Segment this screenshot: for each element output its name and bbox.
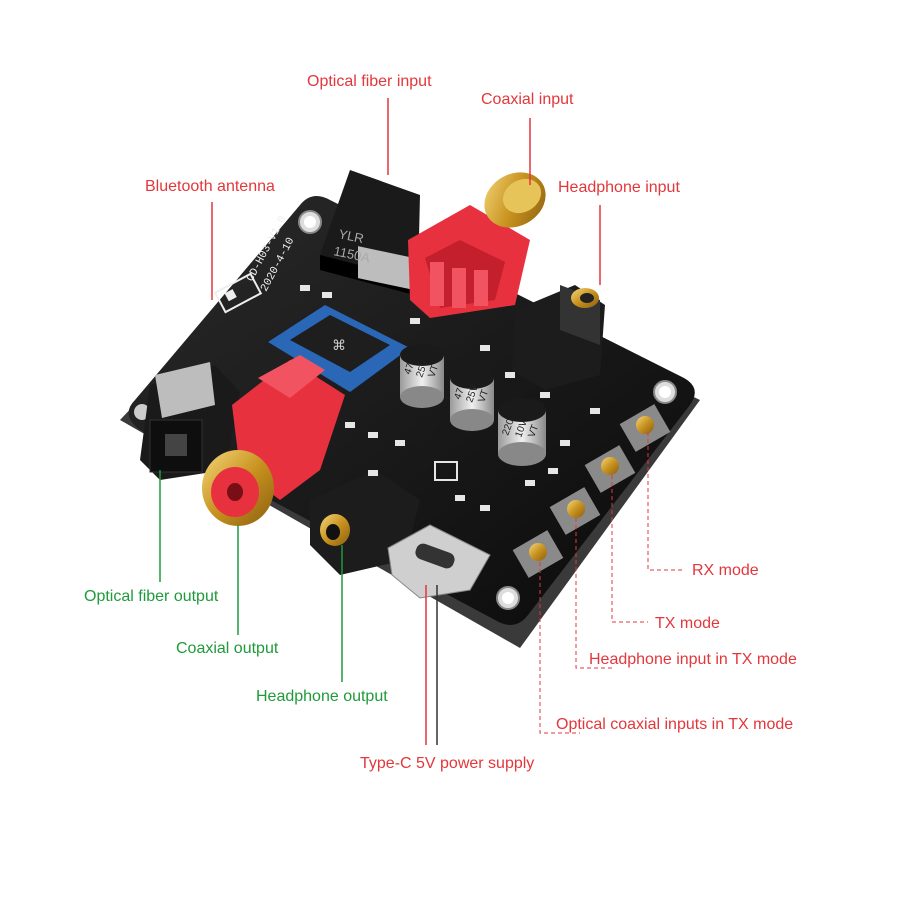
label-coaxial-input: Coaxial input [481, 91, 574, 108]
capacitor-1: 47 25V VT [400, 344, 444, 408]
mounting-hole [502, 592, 514, 604]
svg-text:⌘: ⌘ [332, 337, 346, 353]
label-optical-coaxial-tx: Optical coaxial inputs in TX mode [556, 716, 794, 733]
smd-components [300, 285, 600, 511]
label-bluetooth-antenna: Bluetooth antenna [145, 178, 275, 195]
pcb [128, 196, 695, 625]
svg-text:47: 47 [402, 361, 416, 376]
label-headphone-output: Headphone output [256, 688, 388, 705]
label-type-c-power: Type-C 5V power supply [360, 755, 535, 772]
button-tx-mode [584, 445, 636, 493]
label-rx-mode: RX mode [692, 562, 759, 579]
label-tx-mode: TX mode [655, 615, 720, 632]
svg-text:47: 47 [452, 386, 466, 401]
label-optical-fiber-output: Optical fiber output [84, 588, 219, 605]
coaxial-output-connector [202, 355, 345, 526]
leader-headphone-input-tx [575, 518, 614, 669]
coaxial-input-connector [408, 172, 546, 318]
button-optical-coaxial-tx [512, 530, 564, 578]
mounting-hole [659, 386, 671, 398]
svg-text:VT: VT [476, 388, 491, 404]
label-coaxial-output: Coaxial output [176, 640, 279, 657]
board-logo [213, 272, 263, 314]
leader-lines-inputs [211, 98, 601, 745]
label-headphone-input: Headphone input [558, 179, 680, 196]
toslink-marking-1: YLR [337, 226, 365, 246]
leader-tx-mode [611, 475, 648, 623]
capacitor-3: 220 10V VT [498, 398, 546, 466]
button-rx-mode [619, 404, 671, 452]
type-c-connector [387, 524, 491, 599]
bluetooth-module: ⌘ [268, 305, 410, 392]
button-headphone-tx [549, 487, 601, 535]
mounting-hole [304, 216, 316, 228]
svg-text:VT: VT [426, 363, 441, 379]
leader-rx-mode [647, 432, 684, 571]
capacitor-2: 47 25V VT [450, 367, 494, 431]
headphone-input-jack [512, 285, 605, 390]
leader-optical-coaxial-tx [539, 562, 580, 734]
optical-fiber-input-connector: YLR 1150A [320, 170, 420, 296]
label-headphone-input-tx: Headphone input in TX mode [589, 651, 797, 668]
label-optical-fiber-input: Optical fiber input [307, 73, 432, 90]
svg-text:VT: VT [526, 423, 541, 439]
leader-lines-buttons [539, 432, 684, 734]
leader-lines-outputs [159, 470, 343, 682]
optical-fiber-output-connector [140, 362, 240, 480]
